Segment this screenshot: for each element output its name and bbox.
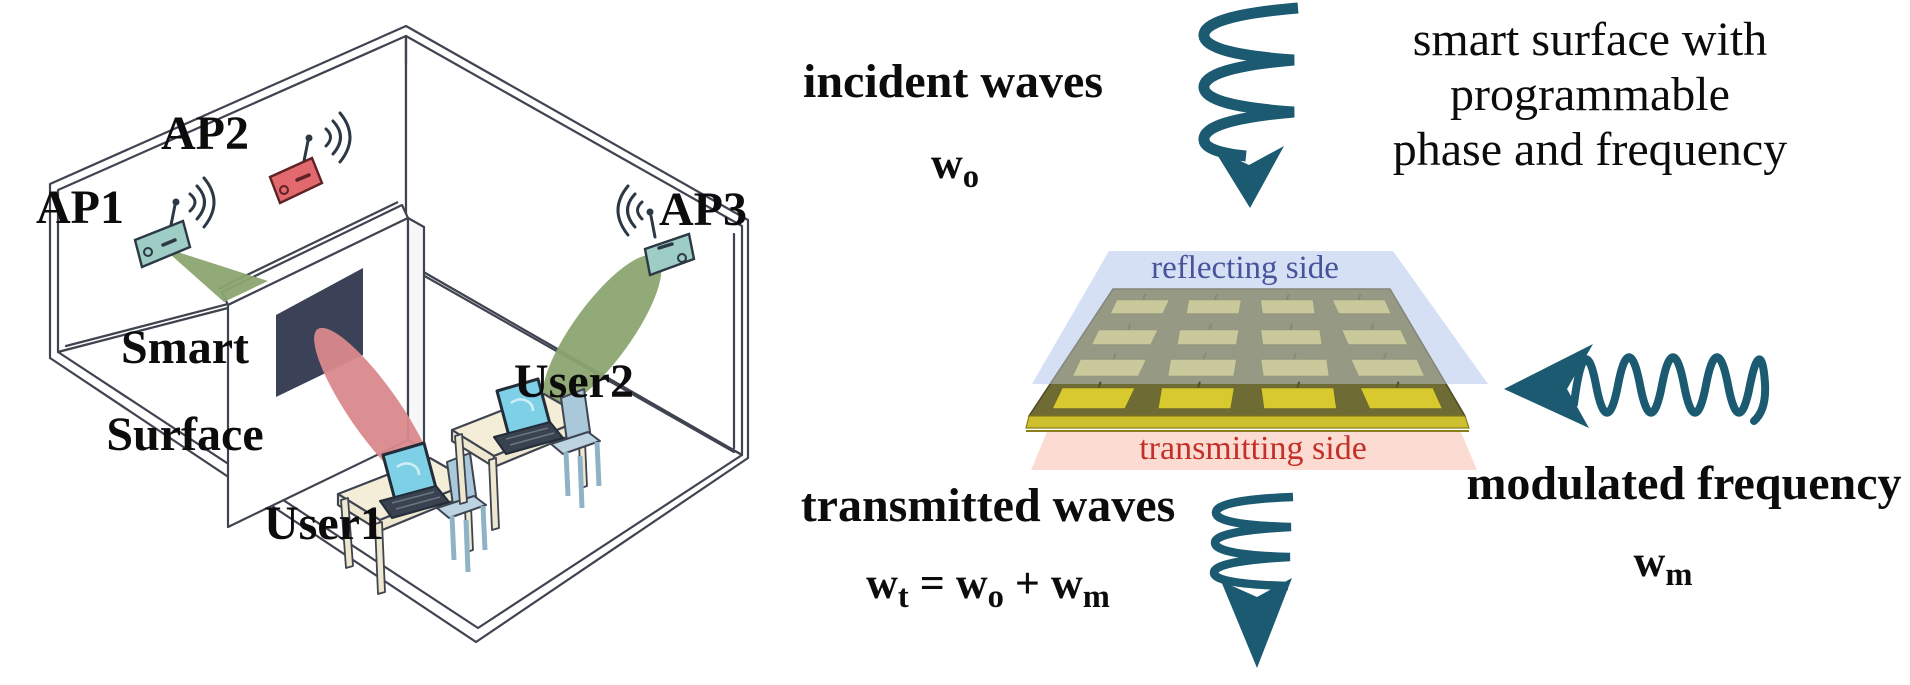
modulated-wave-arrow-icon [1504, 344, 1770, 428]
wifi-signal-icon [616, 184, 644, 237]
surface-patch [1259, 299, 1316, 315]
ap2-device [268, 111, 352, 205]
patch-pin [1197, 381, 1201, 389]
patch-pin [1370, 323, 1375, 331]
patch-pin [1208, 323, 1213, 331]
patch-pin [1127, 323, 1132, 331]
smart-surface-label-line2: Surface [106, 408, 264, 461]
ap1-label: AP1 [36, 181, 124, 234]
ap3-led [677, 253, 687, 263]
surface-patch [1359, 387, 1444, 410]
ap1-slot [161, 238, 177, 247]
modulated-frequency-label: modulated frequency [1466, 457, 1902, 510]
transmitting-side-label: transmitting side [1139, 430, 1367, 467]
surface-patch [1260, 387, 1338, 410]
surface-patch [1167, 358, 1238, 377]
ap3-antenna [649, 214, 657, 239]
user2-label: User2 [514, 355, 634, 408]
patch-pin [1142, 293, 1147, 301]
ap1-device [133, 176, 216, 269]
partition-side [406, 216, 426, 451]
patch-pin [1296, 381, 1301, 389]
patch-pin [1395, 381, 1400, 389]
patch-pin [1292, 352, 1297, 360]
surface-patch [1090, 329, 1159, 346]
surface-patch [1260, 358, 1330, 377]
surface-patch [1051, 387, 1136, 410]
transmitting-plane [1031, 432, 1477, 470]
patch-pin [1112, 352, 1117, 360]
board-front-edge [1025, 415, 1470, 429]
caption-line-1: smart surface with [1412, 13, 1768, 66]
transmitted-wave-arrow-icon [1209, 492, 1294, 668]
ap2-label: AP2 [161, 107, 249, 160]
smart-surface-label-line1: Smart [121, 321, 249, 374]
patch-pin [1382, 352, 1387, 360]
surface-patch [1157, 387, 1235, 410]
smart-surface-caption: smart surface with programmable phase an… [1330, 12, 1850, 177]
patch-pin [1289, 323, 1294, 331]
caption-line-2: programmable [1450, 68, 1730, 121]
ap1-antenna [169, 203, 177, 227]
surface-patch [1331, 299, 1393, 315]
patch-grid-back [1071, 293, 1426, 377]
wifi-signal-icon [324, 111, 352, 164]
user1-label: User1 [264, 497, 384, 550]
ap3-slot [657, 242, 674, 250]
surface-patch [1185, 299, 1242, 315]
surface-patch [1340, 329, 1409, 346]
room-outer-contour [48, 24, 750, 644]
ap1-antenna-tip [172, 198, 180, 206]
reflecting-side-label: reflecting side [1151, 250, 1339, 286]
beam-ap3-to-user2 [542, 254, 662, 410]
ap1-led [143, 247, 153, 257]
reflecting-plane-overlay [1032, 251, 1488, 384]
ap2-slot [295, 173, 311, 182]
beam-ap1-to-surface [162, 247, 268, 302]
patch-pin [1214, 293, 1218, 301]
patch-pin [1285, 293, 1290, 301]
wifi-signal-icon [188, 176, 216, 229]
ap3-device [616, 184, 696, 277]
surface-patch [1350, 358, 1426, 377]
ap3-body [643, 232, 696, 277]
surface-patch [1260, 329, 1323, 346]
transmitted-wave-equation: wt = wo + wm [866, 559, 1110, 616]
incident-waves-label: incident waves [803, 55, 1103, 108]
surface-patch [1176, 329, 1240, 346]
ap2-led [279, 185, 289, 195]
patch-pin [1202, 352, 1207, 360]
patch-grid-front [1051, 381, 1444, 410]
patch-pin [1097, 381, 1102, 389]
ap3-label: AP3 [659, 183, 747, 236]
transmitted-waves-label: transmitted waves [800, 479, 1176, 532]
modulated-frequency-symbol: wm [1633, 537, 1693, 594]
partition-outer-line [217, 201, 399, 290]
surface-patch [1109, 299, 1171, 315]
ap3-antenna-tip [646, 208, 654, 216]
metasurface-board [1025, 251, 1488, 432]
incident-wave-symbol: wo [930, 139, 980, 196]
ap2-antenna-tip [305, 134, 313, 142]
ap2-antenna [302, 139, 310, 163]
surface-patch [1071, 358, 1148, 377]
caption-line-3: phase and frequency [1392, 123, 1788, 176]
patch-pin [1357, 293, 1362, 301]
incident-wave-arrow-icon [1198, 2, 1299, 208]
